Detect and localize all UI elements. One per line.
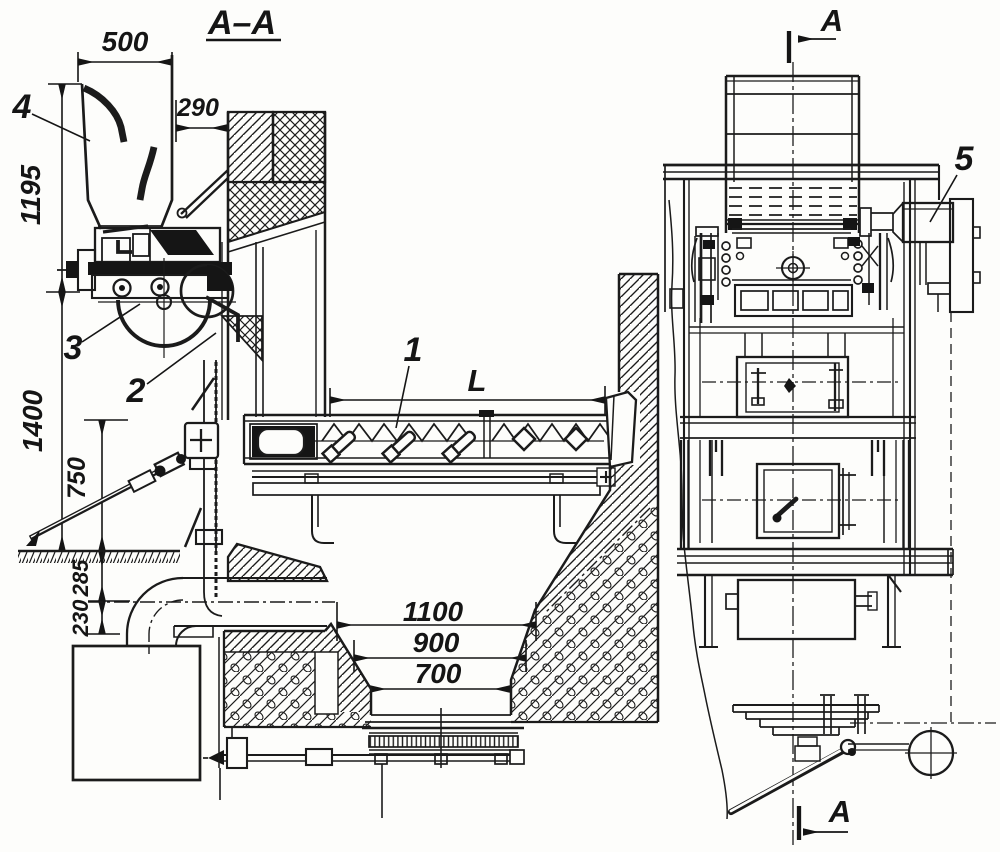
- svg-text:4: 4: [12, 88, 32, 126]
- svg-text:1100: 1100: [403, 596, 464, 627]
- svg-text:500: 500: [102, 26, 149, 57]
- svg-text:230: 230: [68, 599, 93, 637]
- svg-text:A: A: [828, 794, 851, 829]
- svg-text:A: A: [820, 3, 843, 38]
- svg-text:1195: 1195: [15, 164, 46, 225]
- svg-text:900: 900: [413, 627, 460, 658]
- svg-text:A–A: A–A: [207, 4, 276, 42]
- svg-text:2: 2: [126, 372, 146, 410]
- svg-text:1400: 1400: [17, 389, 48, 452]
- svg-text:5: 5: [955, 140, 975, 178]
- svg-text:750: 750: [63, 457, 91, 499]
- svg-text:L: L: [468, 363, 487, 398]
- svg-text:3: 3: [64, 329, 83, 367]
- svg-text:290: 290: [176, 94, 219, 122]
- svg-text:1: 1: [404, 331, 423, 369]
- svg-text:700: 700: [415, 658, 462, 689]
- svg-text:285: 285: [68, 559, 93, 597]
